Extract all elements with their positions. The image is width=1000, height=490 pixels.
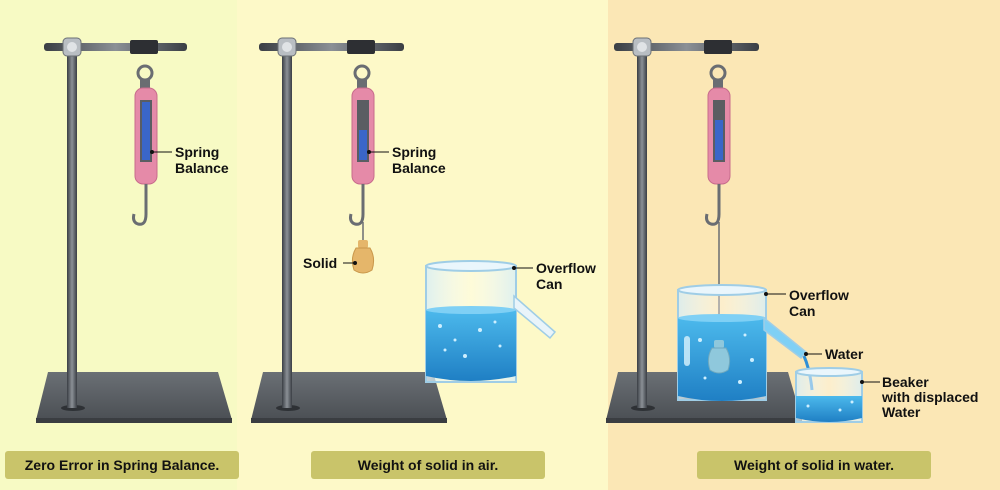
spring-balance-label: Spring Balance (175, 144, 229, 176)
beaker (795, 367, 863, 423)
solid-label: Solid (303, 255, 337, 271)
balance-pointer (142, 102, 150, 160)
caption-1-box (5, 451, 239, 479)
stand-rod (282, 38, 292, 408)
caption-2-box (311, 451, 545, 479)
spring-balance (132, 64, 158, 226)
stand-base (36, 372, 232, 420)
overflow-can-label: Overflow Can (789, 287, 853, 319)
spring-balance (705, 64, 731, 340)
arm-clamp (130, 40, 158, 54)
caption-3-box (697, 451, 931, 479)
arm-clamp (704, 40, 732, 54)
beaker-label: Beaker with displaced Water (881, 374, 982, 420)
caption-1: Zero Error in Spring Balance. (25, 457, 220, 473)
balance-hook (132, 200, 148, 226)
arm-clamp (347, 40, 375, 54)
caption-3: Weight of solid in water. (734, 457, 894, 473)
overflow-can-label: Overflow Can (536, 260, 600, 292)
stand-base (251, 372, 447, 420)
balance-hook (349, 200, 365, 226)
panel-1: Spring Balance Zero Error in Spring Bala… (5, 37, 239, 479)
retort-stand (251, 37, 447, 423)
stand-rod (637, 38, 647, 408)
retort-stand (36, 37, 232, 423)
solid-weight (707, 340, 731, 374)
overflow-spout (513, 294, 557, 340)
spring-balance-label: Spring Balance (392, 144, 446, 176)
panel-2: Solid Spring Balance Overflow Can Weight… (251, 37, 600, 479)
panel-3: Overflow Can Water Beaker with displaced… (606, 37, 982, 479)
balance-pointer (715, 120, 723, 160)
water-label: Water (825, 346, 864, 362)
spring-balance (349, 64, 375, 240)
overflow-can (425, 260, 557, 383)
caption-2: Weight of solid in air. (358, 457, 499, 473)
overflow-spout (763, 316, 808, 360)
solid-weight (351, 240, 375, 274)
balance-hook (705, 200, 721, 226)
overflow-can (677, 284, 814, 401)
stand-rod (67, 38, 77, 408)
balance-pointer (359, 130, 367, 160)
